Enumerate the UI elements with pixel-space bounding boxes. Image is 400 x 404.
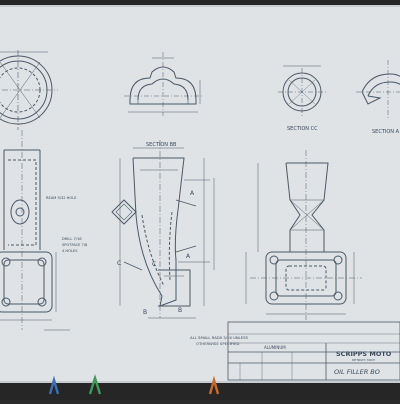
- view-label-a2: A: [186, 253, 191, 260]
- section-bb-label: SECTION BB: [146, 142, 177, 148]
- title-subtitle: DETROIT, MICH: [352, 358, 375, 362]
- left-side-view: [0, 130, 70, 331]
- note-radii-2: OTHERWISE SPECIFIED: [196, 341, 240, 346]
- view-label-b1: B: [143, 309, 147, 316]
- clip-blue: [48, 375, 60, 395]
- clip-green: [88, 373, 102, 395]
- title-material: ALUMINUM: [264, 345, 286, 350]
- right-front-view: [245, 150, 362, 320]
- paper-top-edge: [0, 5, 400, 7]
- view-label-c2: C: [152, 261, 156, 268]
- view-label-a1: A: [190, 190, 195, 197]
- title-company: SCRIPPS MOTO: [336, 350, 392, 358]
- paper-bottom-edge: [0, 381, 400, 383]
- note-drill-2: SPOTFACE 7/8: [62, 243, 88, 247]
- section-a-view: [356, 60, 400, 120]
- title-part-name: OIL FILLER BO: [334, 368, 380, 376]
- note-radii-1: ALL SMALL RADII 3/16 UNLESS: [190, 335, 248, 340]
- title-block: [227, 321, 400, 381]
- note-ream-hole: REAM 9/32 HOLE: [46, 196, 77, 200]
- note-drill-3: 4 HOLES: [62, 249, 78, 253]
- section-bb-view: [124, 52, 202, 116]
- note-drill-1: DRILL 7/16: [62, 237, 82, 241]
- paper-sheet: [0, 5, 400, 383]
- binder-clips: [48, 373, 220, 395]
- section-cc-view: [278, 65, 326, 116]
- center-elevation-view: [111, 140, 215, 319]
- view-label-c1: C: [117, 260, 121, 267]
- section-a-label: SECTION A: [372, 129, 400, 135]
- view-label-b2: B: [178, 307, 182, 314]
- section-cc-label: SECTION CC: [287, 126, 318, 132]
- top-left-end-view: [0, 50, 58, 130]
- clip-orange: [208, 375, 220, 395]
